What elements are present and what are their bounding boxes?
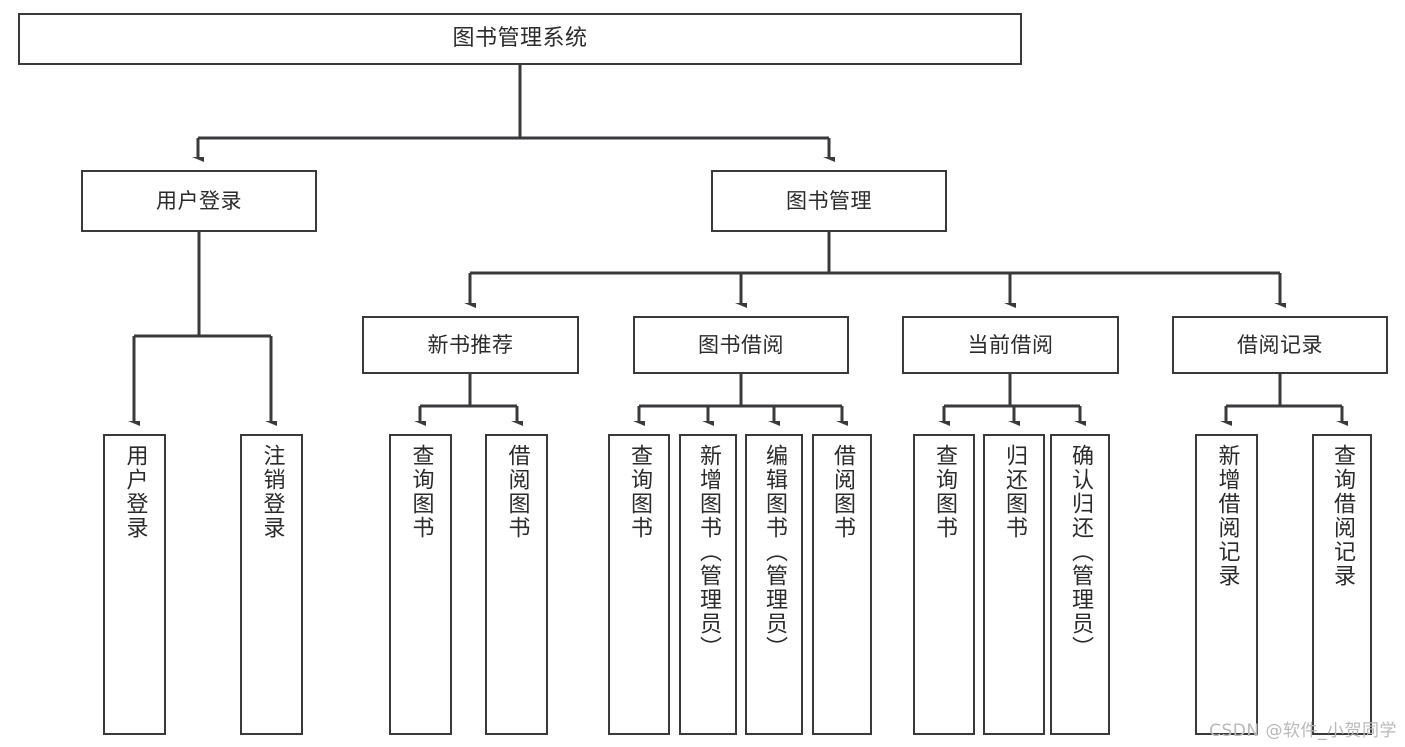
csdn-watermark: CSDN @软件_小贺同学 <box>1209 721 1397 741</box>
node-book-manage-label: 图书管理 <box>786 188 872 213</box>
node-user-login-label: 用户登录 <box>156 188 242 213</box>
node-leaf-edit-book[interactable]: 编辑图书（管理员） <box>745 434 803 735</box>
node-leaf-query-record[interactable]: 查询借阅记录 <box>1312 434 1372 735</box>
node-borrow-record[interactable]: 借阅记录 <box>1172 316 1388 374</box>
node-leaf-add-book-label: 新增图书（管理员） <box>696 444 721 660</box>
node-leaf-borrow-book-1[interactable]: 借阅图书 <box>485 434 548 735</box>
node-borrow-record-label: 借阅记录 <box>1237 332 1323 357</box>
node-leaf-add-record-label: 新增借阅记录 <box>1214 444 1240 588</box>
node-root-label: 图书管理系统 <box>452 26 588 52</box>
node-leaf-query-record-label: 查询借阅记录 <box>1330 444 1355 588</box>
node-leaf-borrow-book-2-label: 借阅图书 <box>830 444 855 540</box>
node-leaf-confirm-return-label: 确认归还（管理员） <box>1068 444 1093 660</box>
node-root[interactable]: 图书管理系统 <box>18 13 1022 65</box>
node-leaf-query-book-3-label: 查询图书 <box>932 444 957 540</box>
node-book-borrow-label: 图书借阅 <box>698 332 784 357</box>
node-leaf-user-login-label: 用户登录 <box>122 444 148 540</box>
node-leaf-return-book[interactable]: 归还图书 <box>983 434 1045 735</box>
node-leaf-add-record[interactable]: 新增借阅记录 <box>1195 434 1258 735</box>
node-leaf-query-book-2[interactable]: 查询图书 <box>608 434 670 735</box>
node-leaf-user-login[interactable]: 用户登录 <box>103 434 166 735</box>
node-leaf-add-book[interactable]: 新增图书（管理员） <box>679 434 737 735</box>
node-leaf-return-book-label: 归还图书 <box>1002 444 1027 540</box>
node-leaf-query-book-1-label: 查询图书 <box>408 444 434 540</box>
node-leaf-logout-label: 注销登录 <box>259 444 285 540</box>
node-leaf-confirm-return[interactable]: 确认归还（管理员） <box>1050 434 1110 735</box>
node-current-borrow-label: 当前借阅 <box>967 332 1054 357</box>
node-current-borrow[interactable]: 当前借阅 <box>902 316 1119 374</box>
node-leaf-borrow-book-1-label: 借阅图书 <box>504 444 530 540</box>
node-book-borrow[interactable]: 图书借阅 <box>633 316 849 374</box>
node-leaf-borrow-book-2[interactable]: 借阅图书 <box>812 434 872 735</box>
node-leaf-edit-book-label: 编辑图书（管理员） <box>762 444 787 660</box>
node-leaf-query-book-1[interactable]: 查询图书 <box>389 434 452 735</box>
node-book-manage[interactable]: 图书管理 <box>711 170 947 232</box>
node-new-book-recommend-label: 新书推荐 <box>427 332 514 357</box>
node-leaf-logout[interactable]: 注销登录 <box>240 434 303 735</box>
node-new-book-recommend[interactable]: 新书推荐 <box>362 316 579 374</box>
node-user-login[interactable]: 用户登录 <box>81 170 317 232</box>
node-leaf-query-book-3[interactable]: 查询图书 <box>913 434 975 735</box>
node-leaf-query-book-2-label: 查询图书 <box>627 444 652 540</box>
